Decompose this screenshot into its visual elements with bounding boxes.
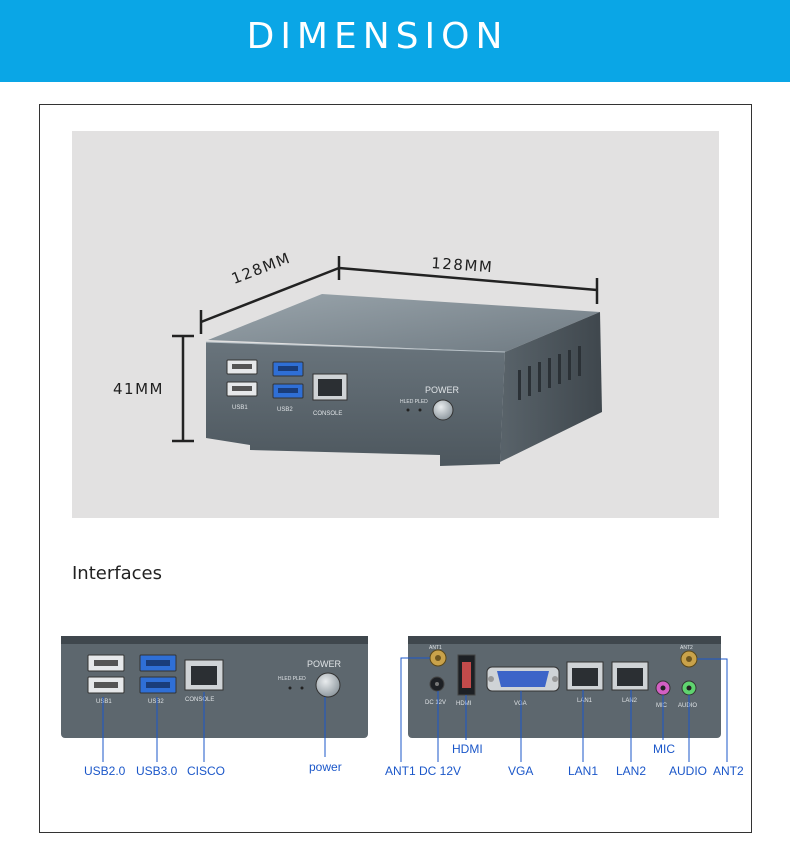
front-usb2-label: USB2 [148, 699, 164, 705]
callout-ant1: ANT1 [385, 764, 416, 778]
vga-port [497, 671, 549, 687]
mini-pc-device: USB1 USB2 CONSOLE POWER HLED PLED [205, 294, 602, 466]
power-button [432, 399, 454, 421]
front-led-label: HLED PLED [278, 676, 306, 682]
callout-power: power [309, 760, 342, 774]
front-usb1-label: USB1 [96, 699, 112, 705]
back-hdmi-label: HDMI [456, 701, 472, 707]
front-power-button [315, 672, 341, 698]
callout-audio: AUDIO [669, 764, 708, 778]
callout-hdmi: HDMI [452, 742, 483, 756]
callout-lan2: LAN2 [616, 764, 647, 778]
callout-vga: VGA [508, 764, 534, 778]
content-frame [39, 104, 752, 833]
back-dc-label: DC 12V [425, 700, 446, 706]
back-panel-photo: ANT1 DC 12V HDMI VGA LAN1 LAN2 MIC AUDIO… [408, 636, 721, 738]
depth-dimension-line [338, 266, 599, 304]
device-console-label: CONSOLE [313, 411, 342, 417]
back-lan1-label: LAN1 [577, 698, 593, 704]
front-panel-photo: USB1 USB2 CONSOLE POWER HLED PLED [61, 636, 368, 738]
callout-lines [102, 657, 728, 762]
callout-usb30: USB3.0 [136, 764, 178, 778]
interfaces-heading: Interfaces [72, 563, 162, 584]
device-usb2-label: USB2 [277, 407, 293, 413]
back-mic-label: MIC [656, 703, 668, 709]
callout-ant2: ANT2 [713, 764, 744, 778]
callout-usb20: USB2.0 [84, 764, 126, 778]
back-lan2-label: LAN2 [622, 698, 638, 704]
front-power-label: POWER [307, 659, 342, 669]
device-power-label: POWER [425, 385, 460, 395]
back-vga-label: VGA [514, 701, 527, 707]
callout-cisco: CISCO [187, 764, 226, 778]
device-usb1-label: USB1 [232, 405, 248, 411]
back-audio-label: AUDIO [678, 703, 697, 709]
callout-dc12v: DC 12V [419, 764, 462, 778]
back-ant2-label: ANT2 [680, 645, 693, 651]
back-ant1-label: ANT1 [429, 645, 442, 651]
header-banner: DIMENSION [0, 0, 790, 82]
height-dimension-label: 41MM [113, 380, 164, 398]
device-led-label: HLED PLED [400, 399, 428, 405]
callout-lan1: LAN1 [568, 764, 599, 778]
front-console-label: CONSOLE [185, 697, 214, 703]
height-dimension-line [172, 334, 194, 443]
page-title: DIMENSION [246, 16, 509, 57]
callout-mic: MIC [653, 742, 675, 756]
